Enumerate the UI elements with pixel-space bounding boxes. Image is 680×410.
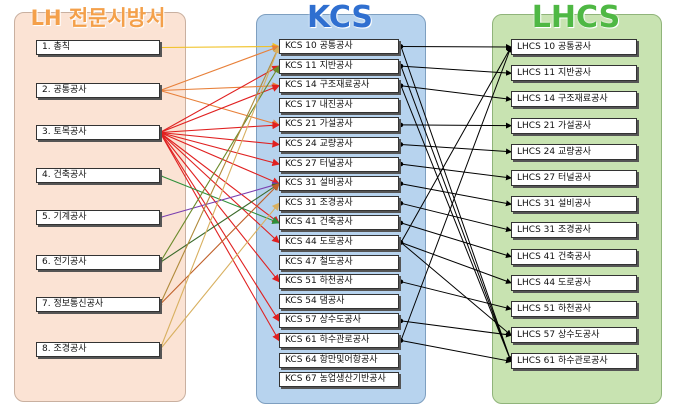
kcs-title: KCS xyxy=(306,0,374,35)
lh-item: 4. 건축공사 xyxy=(36,168,160,183)
lh-kcs-arrow xyxy=(159,65,280,133)
kcs-anchor-dot xyxy=(398,181,404,186)
lh-kcs-arrow xyxy=(159,182,280,305)
kcs-lhcs-arrow xyxy=(400,281,512,311)
lhcs-item: LHCS 41 건축공사 xyxy=(511,248,637,265)
lhcs-item: LHCS 44 도로공사 xyxy=(511,274,637,291)
lh-item: 3. 토목공사 xyxy=(36,125,160,140)
lh-kcs-arrow xyxy=(159,132,280,342)
kcs-item: KCS 31 조경공사 xyxy=(279,195,399,211)
lh-kcs-arrow xyxy=(159,45,280,305)
lh-kcs-arrow xyxy=(159,202,280,350)
kcs-lhcs-arrow xyxy=(400,242,512,336)
lhcs-item: LHCS 24 교량공사 xyxy=(511,143,637,160)
kcs-item: KCS 47 철도공사 xyxy=(279,254,399,270)
kcs-anchor-dot xyxy=(398,44,404,49)
kcs-item: KCS 24 교량공사 xyxy=(279,137,399,152)
kcs-lhcs-arrow xyxy=(400,46,513,341)
lh-kcs-arrow xyxy=(159,181,281,219)
kcs-item: KCS 17 내진공사 xyxy=(279,97,399,113)
lhcs-item: LHCS 57 상수도공사 xyxy=(511,327,637,344)
lh-item: 6. 전기공사 xyxy=(36,255,160,270)
kcs-lhcs-arrow xyxy=(400,46,512,243)
lh-item: 2. 공통공사 xyxy=(36,83,160,98)
lh-kcs-arrow xyxy=(159,132,280,283)
lh-kcs-arrow xyxy=(159,132,280,224)
lh-title: LH 전문시방서 xyxy=(30,6,166,30)
kcs-lhcs-arrow xyxy=(400,122,512,129)
kcs-anchor-dot xyxy=(398,83,404,88)
kcs-item: KCS 64 항만및어항공사 xyxy=(279,352,399,368)
lh-item: 1. 총칙 xyxy=(36,40,160,55)
lhcs-item: LHCS 27 터널공사 xyxy=(511,170,637,186)
kcs-lhcs-arrow xyxy=(400,340,512,364)
lh-kcs-arrow xyxy=(159,131,281,148)
lh-kcs-arrow xyxy=(159,84,281,134)
kcs-item: KCS 51 하천공사 xyxy=(279,274,399,290)
kcs-item: KCS 27 터널공사 xyxy=(279,156,399,172)
kcs-anchor-dot xyxy=(398,63,404,69)
kcs-lhcs-arrow xyxy=(400,65,513,363)
lh-kcs-arrow xyxy=(159,45,281,92)
lhcs-item: LHCS 10 공통공사 xyxy=(511,39,637,55)
kcs-item: KCS 14 구조재료공사 xyxy=(279,78,399,94)
kcs-item: KCS 21 가설공사 xyxy=(279,117,399,133)
kcs-item: KCS 31 설비공사 xyxy=(279,176,399,192)
kcs-item: KCS 44 도로공사 xyxy=(279,235,399,250)
kcs-anchor-dot xyxy=(398,240,404,245)
kcs-item: KCS 67 농업생산기반공사 xyxy=(279,372,399,388)
kcs-anchor-dot xyxy=(398,161,404,167)
kcs-anchor-dot xyxy=(398,122,404,128)
kcs-lhcs-arrow xyxy=(400,85,512,363)
kcs-lhcs-arrow xyxy=(400,43,512,50)
lh-kcs-arrow xyxy=(159,45,281,350)
lhcs-item: LHCS 14 구조재료공사 xyxy=(511,91,637,108)
lh-kcs-arrow xyxy=(159,42,281,51)
lhcs-item: LHCS 51 하천공사 xyxy=(511,301,637,317)
lh-kcs-arrow xyxy=(159,65,280,263)
lh-kcs-arrow xyxy=(159,131,281,185)
lh-kcs-arrow xyxy=(159,183,280,263)
kcs-lhcs-arrow xyxy=(400,46,513,363)
lhcs-item: LHCS 11 지반공사 xyxy=(511,65,637,82)
lhcs-item: LHCS 31 설비공사 xyxy=(511,196,637,213)
lhcs-title: LHCS xyxy=(531,0,621,35)
kcs-anchor-dot xyxy=(398,338,404,343)
lh-item: 5. 기계공사 xyxy=(36,210,160,225)
kcs-item: KCS 57 상수도공사 xyxy=(279,313,399,329)
kcs-item: KCS 41 건축공사 xyxy=(279,215,399,231)
kcs-lhcs-arrow xyxy=(400,144,512,155)
lh-kcs-arrow xyxy=(159,121,281,134)
kcs-item: KCS 54 댐공사 xyxy=(279,293,399,309)
kcs-anchor-dot xyxy=(398,220,404,226)
lh-panel xyxy=(14,12,186,402)
kcs-lhcs-arrow xyxy=(400,242,512,284)
lhcs-item: LHCS 61 하수관로공사 xyxy=(511,353,637,370)
lh-item: 8. 조경공사 xyxy=(36,342,160,357)
kcs-anchor-dot xyxy=(398,279,404,284)
kcs-anchor-dot xyxy=(398,318,404,324)
kcs-lhcs-arrow xyxy=(400,163,512,181)
kcs-lhcs-arrow xyxy=(400,65,512,76)
kcs-lhcs-arrow xyxy=(400,222,512,259)
lhcs-item: LHCS 21 가설공사 xyxy=(511,117,637,134)
lh-kcs-arrow xyxy=(159,89,281,127)
lh-item: 7. 정보통신공사 xyxy=(36,297,160,312)
kcs-lhcs-arrow xyxy=(400,320,512,338)
lh-kcs-arrow xyxy=(159,82,281,92)
kcs-item: KCS 10 공통공사 xyxy=(279,39,399,54)
kcs-anchor-dot xyxy=(398,142,404,147)
kcs-item: KCS 11 지반공사 xyxy=(279,58,399,74)
lh-kcs-arrow xyxy=(159,132,280,322)
lhcs-item: LHCS 31 조경공사 xyxy=(511,222,637,239)
kcs-anchor-dot xyxy=(398,201,404,206)
lh-kcs-arrow xyxy=(159,132,280,244)
kcs-item: KCS 61 하수관로공사 xyxy=(279,333,399,348)
kcs-lhcs-arrow xyxy=(400,202,512,233)
lh-kcs-arrow xyxy=(159,131,281,167)
